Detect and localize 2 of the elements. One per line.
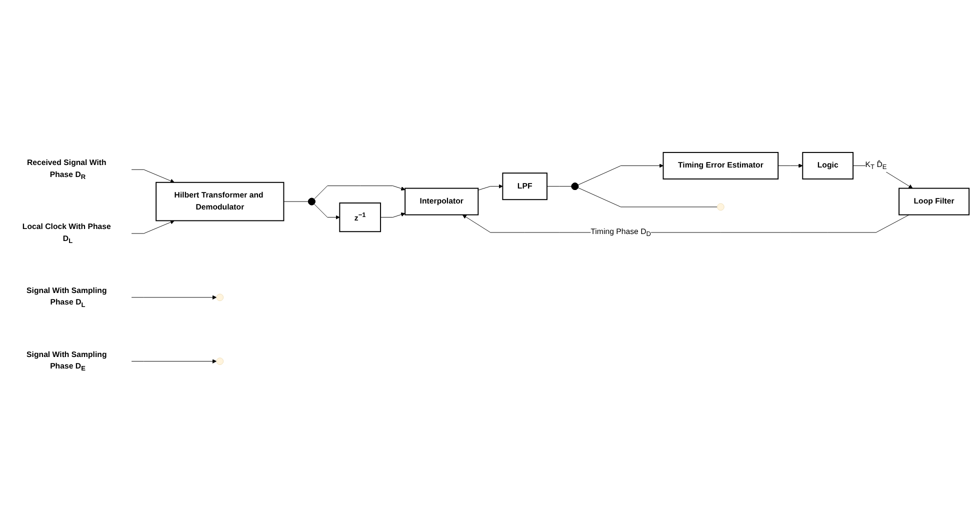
junction-dot	[571, 182, 579, 190]
junction-dot	[308, 198, 316, 206]
